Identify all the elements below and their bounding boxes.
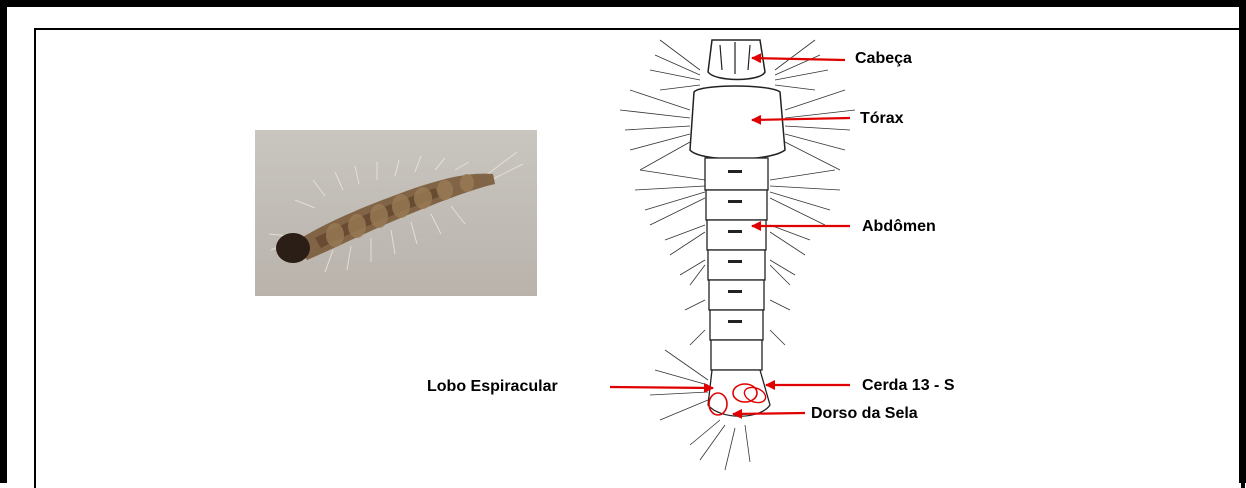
label-torax: Tórax — [860, 110, 904, 128]
label-cerda: Cerda 13 - S — [862, 377, 954, 395]
diagram-head — [708, 40, 765, 80]
arrow-lobo — [610, 387, 713, 388]
label-dorso-sela: Dorso da Sela — [811, 405, 918, 423]
label-cabeca: Cabeça — [855, 50, 912, 68]
label-abdomen: Abdômen — [862, 218, 936, 236]
arrow-cabeca — [752, 58, 845, 60]
diagram-abdomen — [705, 158, 770, 416]
diagram-thorax — [690, 86, 785, 159]
arrow-dorso — [733, 413, 805, 414]
label-lobo-espiracular: Lobo Espiracular — [427, 378, 558, 396]
